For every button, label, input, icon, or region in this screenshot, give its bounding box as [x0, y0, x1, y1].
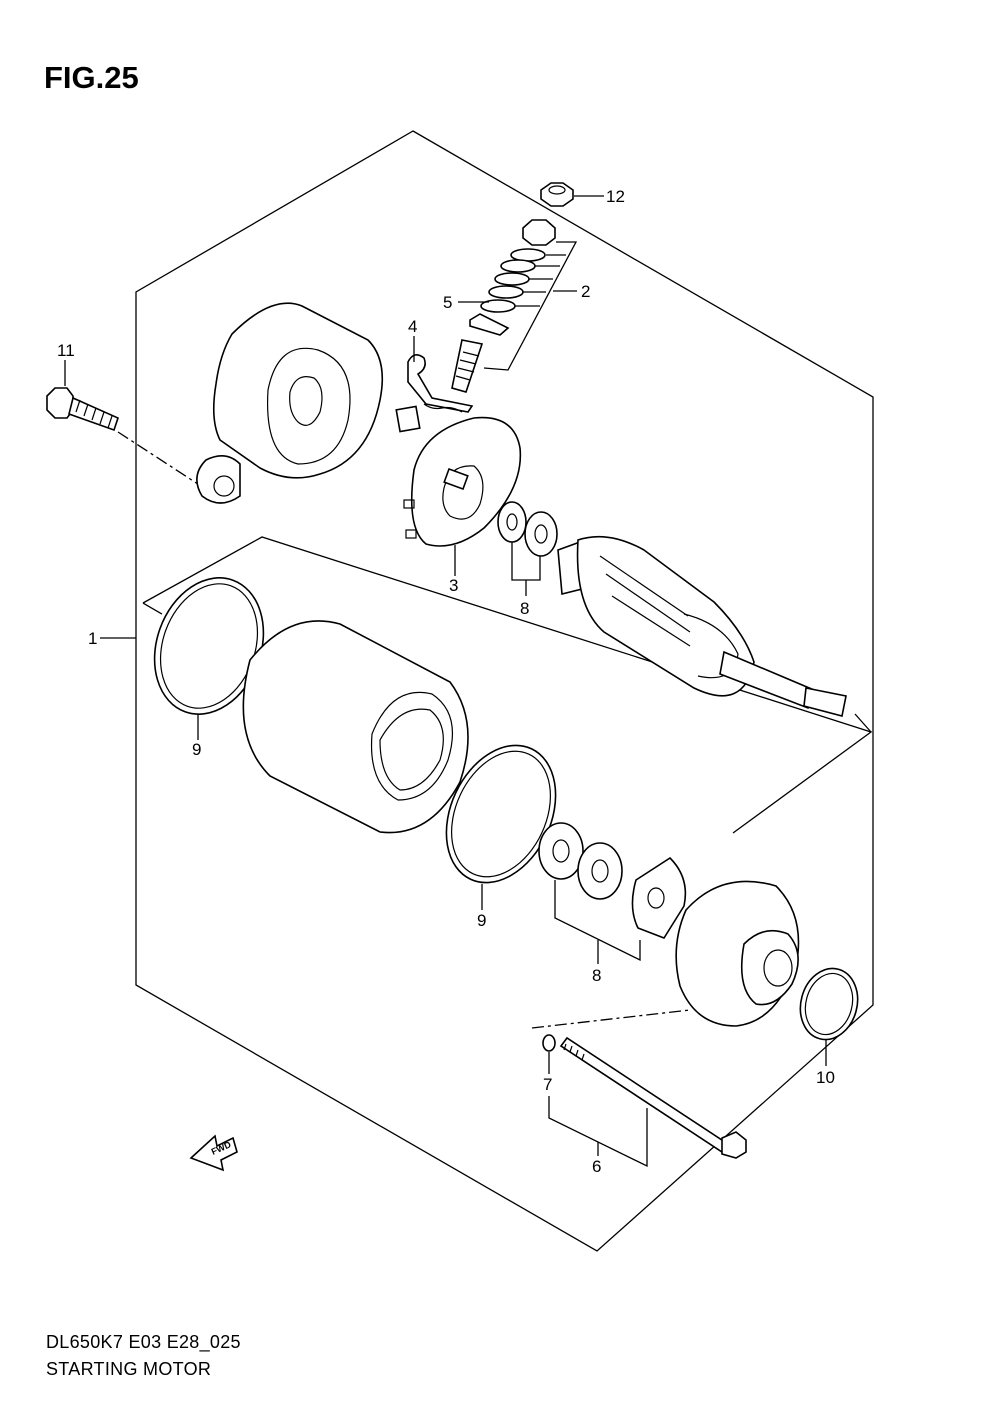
assembly-outline — [135, 130, 874, 1252]
callout-5: 5 — [443, 293, 452, 312]
long-bolt-6 — [559, 1036, 747, 1159]
washer-7 — [542, 1034, 556, 1052]
callout-10: 10 — [816, 1068, 835, 1087]
callout-9-left: 9 — [192, 740, 201, 759]
callout-7: 7 — [543, 1075, 552, 1094]
washers-8-top — [497, 501, 558, 557]
rear-cover-housing — [196, 302, 384, 504]
callout-1: 1 — [88, 629, 97, 648]
o-ring-9-left — [153, 577, 265, 715]
callout-11: 11 — [57, 341, 75, 360]
callout-3: 3 — [449, 576, 458, 595]
callout-8-top: 8 — [520, 599, 529, 618]
callout-12: 12 — [606, 187, 625, 206]
diagram-code: DL650K7 E03 E28_025 — [46, 1332, 241, 1352]
o-ring-10 — [799, 967, 859, 1041]
yoke-case — [242, 620, 469, 834]
armature-group-outline — [142, 536, 873, 834]
callout-6: 6 — [592, 1157, 601, 1176]
brush-holder-plate-3 — [403, 416, 522, 547]
callout-2: 2 — [581, 282, 590, 301]
callout-4: 4 — [408, 317, 417, 336]
fwd-arrow-icon: FWD — [189, 1134, 238, 1172]
figure-title: FIG.25 — [44, 60, 139, 95]
diagram-name: STARTING MOTOR — [46, 1359, 212, 1379]
washers-8-bottom — [538, 822, 687, 939]
terminal-stack — [451, 219, 556, 393]
nut-12 — [540, 182, 574, 207]
callout-8-bottom: 8 — [592, 966, 601, 985]
front-cover — [675, 880, 800, 1027]
callout-9-middle: 9 — [477, 911, 486, 930]
bolt-11 — [46, 387, 119, 432]
armature — [557, 535, 847, 717]
